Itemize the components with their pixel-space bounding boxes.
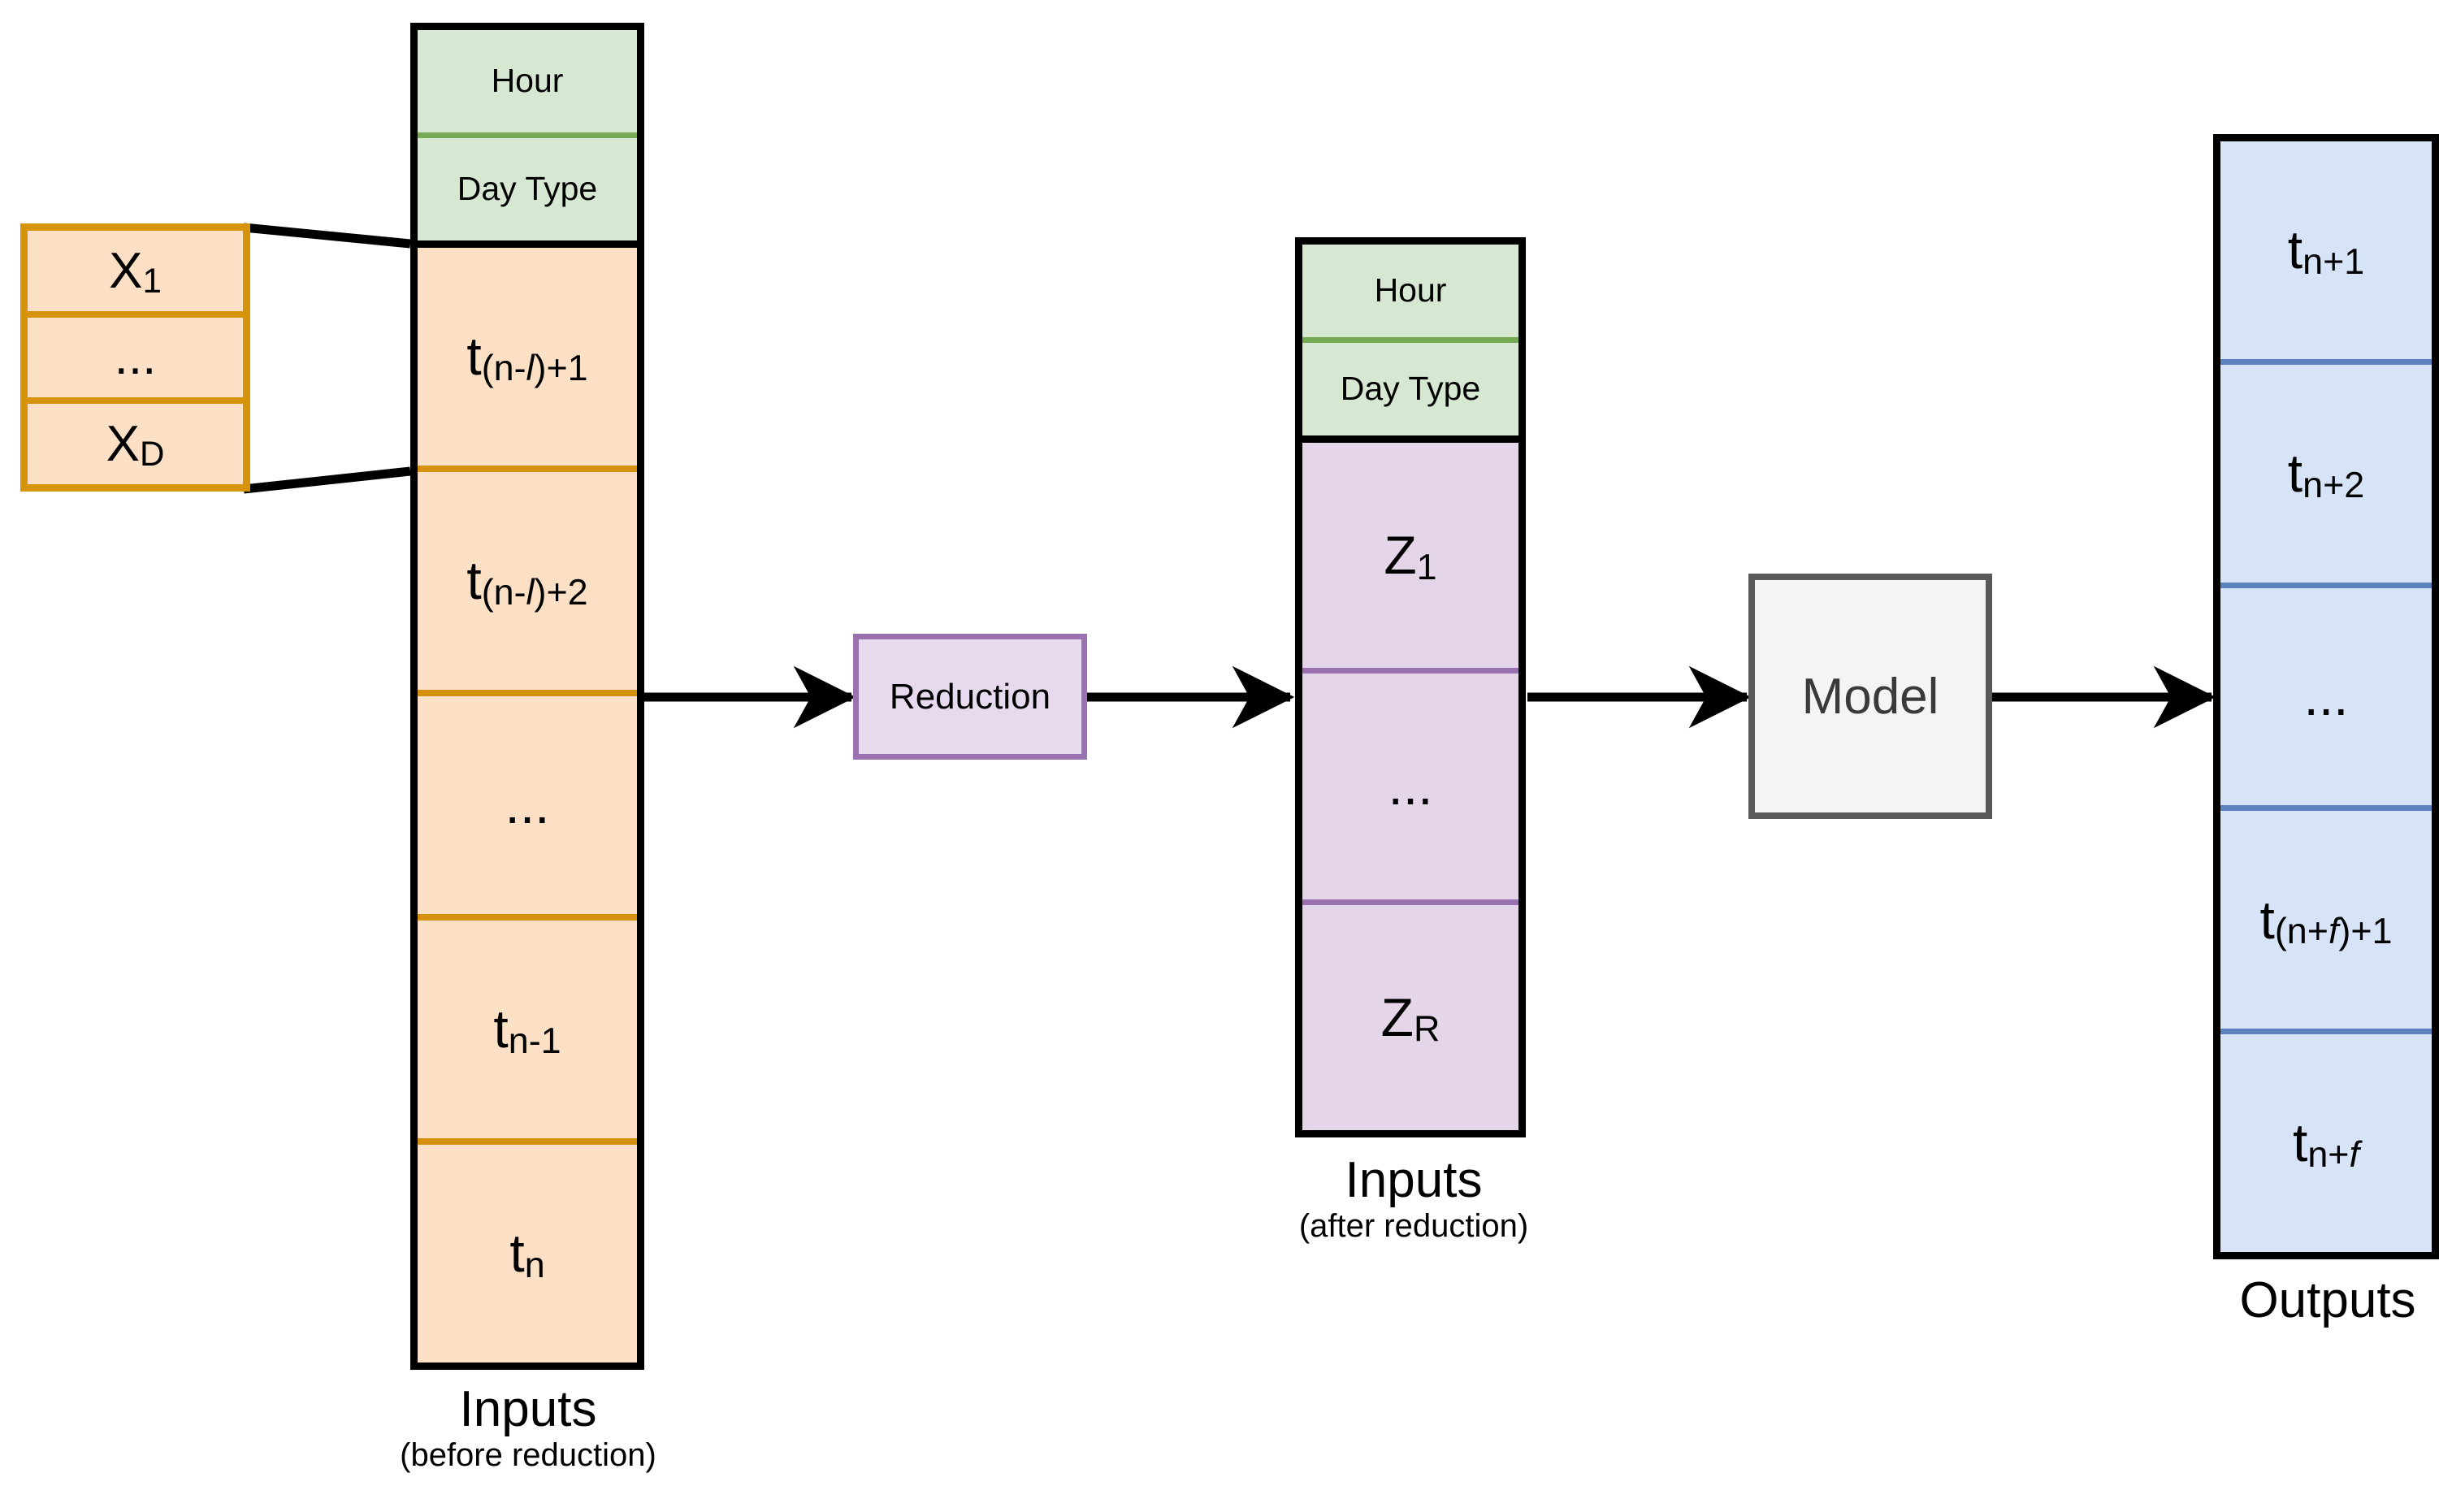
inputs-after-latent-zr-label: Z	[1380, 986, 1414, 1047]
inputs-before-timestep-2-sub-italic: l	[526, 570, 535, 613]
inputs-before-caption-sub: (before reduction)	[400, 1437, 656, 1474]
inputs-before-timestep-1-label: t	[466, 326, 482, 387]
outputs-timestep-n-plus-f-sub-pre: n+	[2307, 1133, 2350, 1175]
inputs-after-latent-ellipsis-label: ...	[1388, 756, 1433, 817]
outputs-timestep-n-plus-f-plus-1: t(n+f)+1	[2220, 805, 2432, 1029]
inputs-before-timestep-1-sub-italic: l	[526, 346, 535, 388]
inputs-after-latent-z1-label: Z	[1384, 525, 1417, 586]
outputs-timestep-n-plus-f-sub-italic: f	[2349, 1133, 2359, 1175]
inputs-before-timestep-1-sub-post: )+1	[534, 346, 588, 388]
inputs-after-header-block: Hour Day Type	[1302, 245, 1518, 443]
outputs-caption: Outputs	[2169, 1272, 2439, 1328]
outputs-timestep-n-plus-f-label: t	[2293, 1112, 2308, 1173]
inputs-before-daytype-cell: Day Type	[418, 132, 637, 240]
reduction-label: Reduction	[889, 676, 1051, 717]
feature-cell-xd-label: X	[106, 416, 140, 473]
inputs-before-hour-cell: Hour	[418, 30, 637, 132]
inputs-before-timestep-2-sub-pre: (n-	[481, 570, 526, 613]
model-box[interactable]: Model	[1748, 574, 1992, 819]
feature-cell-xd-sub: D	[139, 435, 165, 474]
outputs-timestep-n-plus-2-sub: n+2	[2303, 463, 2365, 505]
feature-cell-ellipsis-label: ...	[114, 329, 157, 386]
inputs-before-timestep-n-sub: n	[524, 1243, 545, 1285]
inputs-after-latent-z1-sub: 1	[1416, 545, 1437, 587]
feature-cell-x1-sub: 1	[142, 261, 162, 300]
inputs-before-timestep-ellipsis: ...	[418, 690, 637, 914]
feature-vector-connector	[243, 223, 411, 494]
inputs-after-daytype-label: Day Type	[1340, 370, 1481, 408]
outputs-timestep-ellipsis-label: ...	[2303, 665, 2349, 726]
inputs-before-timestep-2: t(n-l)+2	[418, 466, 637, 690]
inputs-before-caption: Inputs (before reduction)	[370, 1381, 687, 1474]
inputs-before-timestep-2-label: t	[466, 550, 482, 611]
inputs-after-hour-cell: Hour	[1302, 245, 1518, 337]
inputs-before-timestep-n-minus-1-sub: n-1	[508, 1019, 561, 1061]
inputs-before-timestep-2-sub-post: )+2	[534, 570, 588, 613]
feature-cell-x1-label: X	[109, 242, 143, 299]
inputs-after-caption: Inputs (after reduction)	[1255, 1152, 1572, 1245]
inputs-before-caption-main: Inputs	[459, 1381, 597, 1437]
inputs-after-hour-label: Hour	[1374, 271, 1447, 310]
outputs-timestep-n-plus-1-sub: n+1	[2303, 240, 2365, 282]
outputs-timestep-n-plus-f-plus-1-sub-italic: f	[2328, 910, 2339, 952]
inputs-before-timestep-n-minus-1-label: t	[493, 999, 509, 1059]
outputs-timestep-n-plus-f-plus-1-label: t	[2259, 889, 2275, 950]
inputs-before-daytype-label: Day Type	[457, 170, 598, 208]
outputs-timestep-n-plus-f-plus-1-sub-post: )+1	[2338, 910, 2393, 952]
outputs-timestep-n-plus-2-label: t	[2287, 443, 2303, 504]
outputs-timestep-n-plus-f-plus-1-sub-pre: (n+	[2274, 910, 2329, 952]
reduction-box[interactable]: Reduction	[853, 634, 1087, 760]
inputs-before-timestep-n-label: t	[509, 1223, 525, 1284]
inputs-after-daytype-cell: Day Type	[1302, 337, 1518, 435]
inputs-before-timestep-1-sub-pre: (n-	[481, 346, 526, 388]
inputs-before-timestep-ellipsis-label: ...	[505, 774, 550, 835]
inputs-after-latent-zr-sub: R	[1413, 1007, 1440, 1050]
inputs-before-hour-label: Hour	[491, 62, 564, 100]
inputs-after-caption-sub: (after reduction)	[1298, 1208, 1529, 1245]
outputs-timestep-n-plus-1-label: t	[2287, 219, 2303, 280]
feature-cell-ellipsis: ...	[28, 310, 243, 398]
outputs-caption-main: Outputs	[2239, 1272, 2416, 1328]
inputs-after-latent-ellipsis: ...	[1302, 668, 1518, 899]
inputs-before-timestep-1: t(n-l)+1	[418, 248, 637, 466]
inputs-before-header-block: Hour Day Type	[418, 30, 637, 248]
model-label: Model	[1801, 668, 1939, 725]
inputs-after-caption-main: Inputs	[1345, 1152, 1483, 1208]
outputs-timestep-ellipsis: ...	[2220, 582, 2432, 806]
